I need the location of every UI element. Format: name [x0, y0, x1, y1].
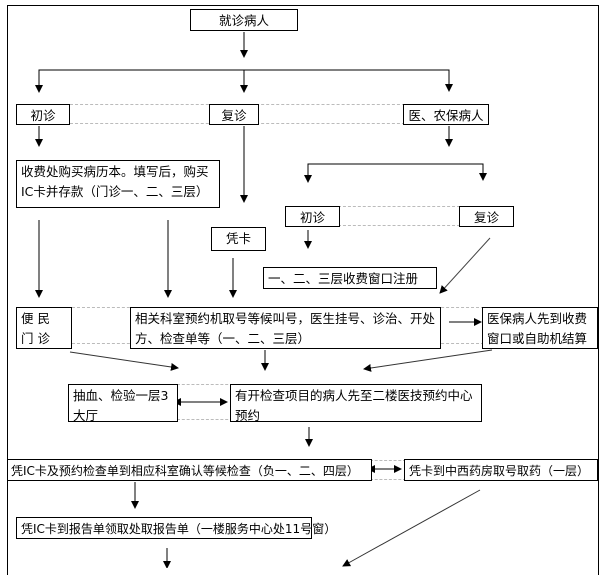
register-window-box: 一、二、三层收费窗口注册	[263, 267, 437, 289]
card-box: 凭卡	[211, 227, 266, 251]
report-pickup-box: 凭IC卡到报告单领取处取报告单（一楼服务中心处11号窗）	[16, 517, 336, 539]
title-box: 就诊病人	[190, 9, 298, 31]
department-box: 相关科室预约机取号等候叫号，医生挂号、诊治、开处方、检查单等（一、二、三层）	[130, 307, 441, 349]
return-visit-box: 复诊	[209, 104, 259, 125]
row-band-exam	[370, 460, 406, 480]
row-band-tests	[177, 384, 233, 420]
buy-record-book-box: 收费处购买病历本。填写后，购买IC卡并存款（门诊一、二、三层）	[16, 160, 220, 208]
diagram-frame	[7, 5, 599, 575]
row-band-insured	[338, 206, 460, 226]
first-visit-box: 初诊	[16, 104, 70, 125]
exam-appointment-box: 有开检查项目的病人先至二楼医技预约中心预约	[230, 384, 482, 423]
insured-payment-box: 医保病人先到收费窗口或自助机结算	[482, 307, 598, 349]
insured-box: 医、农保病人	[403, 104, 489, 125]
convenience-clinic-box: 便民门诊	[16, 307, 72, 349]
blood-test-box: 抽血、检验一层3大厅	[68, 384, 178, 423]
insured-first-visit-box: 初诊	[285, 206, 340, 227]
exam-confirm-box: 凭IC卡及预约检查单到相应科室确认等候检查（负一、二、四层）	[7, 459, 372, 481]
pharmacy-box: 凭卡到中西药房取号取药（一层）	[404, 459, 598, 481]
insured-return-visit-box: 复诊	[459, 206, 514, 227]
